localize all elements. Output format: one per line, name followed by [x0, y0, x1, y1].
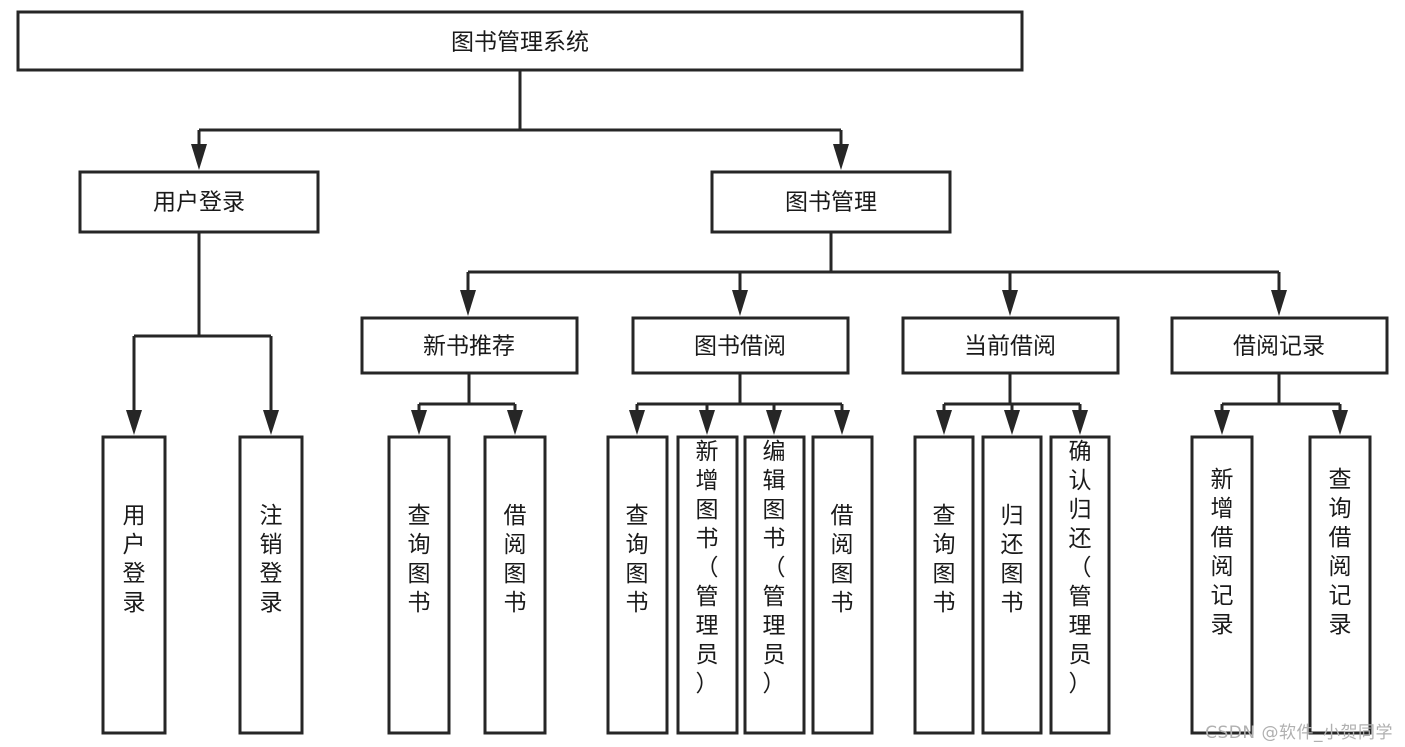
- leaf-query-borrow-record[interactable]: 查询借阅记录: [1308, 435, 1372, 735]
- leaf-query-book-borrow[interactable]: 查询图书: [606, 435, 669, 735]
- leaf-label-add-borrow-record: 新增借阅记录: [1211, 467, 1234, 638]
- leaf-label-logout: 注销登录: [260, 503, 283, 616]
- connector-bookmgmt-to-level3: [460, 232, 1287, 316]
- leaf-add-book-admin[interactable]: 新增图书（管理员）: [676, 435, 739, 735]
- node-label-root: 图书管理系统: [451, 30, 589, 56]
- node-new-book-recommend[interactable]: 新书推荐: [360, 316, 579, 375]
- leaf-label-query-borrow-record: 查询借阅记录: [1329, 467, 1352, 638]
- leaf-edit-book-admin[interactable]: 编辑图书（管理员）: [743, 435, 806, 735]
- connector-currentborrow-to-leaves: [936, 373, 1088, 435]
- leaf-label-borrow-book-newbook: 借阅图书: [504, 503, 527, 616]
- node-label-user-login: 用户登录: [153, 190, 245, 216]
- connector-borrow-to-leaves: [629, 373, 850, 435]
- leaf-borrow-book[interactable]: 借阅图书: [811, 435, 874, 735]
- leaf-label-query-book-newbook: 查询图书: [408, 503, 431, 616]
- leaf-label-return-book: 归还图书: [1001, 503, 1024, 616]
- node-label-book-borrow: 图书借阅: [694, 334, 786, 360]
- connector-borrowrecord-to-leaves: [1214, 373, 1348, 435]
- node-user-login[interactable]: 用户登录: [78, 170, 320, 234]
- node-root-book-management-system[interactable]: 图书管理系统: [16, 10, 1024, 72]
- connector-userlogin-to-leaves: [126, 232, 279, 435]
- leaf-query-book-newbook[interactable]: 查询图书: [387, 435, 451, 735]
- leaf-user-login[interactable]: 用户登录: [101, 435, 167, 735]
- leaf-label-query-book-current: 查询图书: [933, 503, 956, 616]
- node-book-management[interactable]: 图书管理: [710, 170, 952, 234]
- leaf-query-book-current[interactable]: 查询图书: [913, 435, 975, 735]
- watermark-credit: CSDN @软件_小贺同学: [1205, 723, 1393, 743]
- connector-root-to-level2: [191, 70, 849, 170]
- connector-newbook-to-leaves: [411, 373, 523, 435]
- node-borrow-record[interactable]: 借阅记录: [1170, 316, 1389, 375]
- leaf-label-user-login: 用户登录: [123, 503, 146, 616]
- leaf-return-book[interactable]: 归还图书: [981, 435, 1043, 735]
- node-label-borrow-record: 借阅记录: [1233, 334, 1325, 360]
- leaf-label-add-book-admin: 新增图书（管理员）: [696, 439, 719, 697]
- node-book-borrow[interactable]: 图书借阅: [631, 316, 850, 375]
- leaf-add-borrow-record[interactable]: 新增借阅记录: [1190, 435, 1254, 735]
- leaf-borrow-book-newbook[interactable]: 借阅图书: [483, 435, 547, 735]
- leaf-logout[interactable]: 注销登录: [238, 435, 304, 735]
- node-current-borrow[interactable]: 当前借阅: [901, 316, 1120, 375]
- leaf-label-edit-book-admin: 编辑图书（管理员）: [763, 439, 786, 697]
- node-label-current-borrow: 当前借阅: [964, 334, 1056, 360]
- leaf-label-borrow-book: 借阅图书: [831, 503, 854, 616]
- leaf-confirm-return-admin[interactable]: 确认归还（管理员）: [1049, 435, 1111, 735]
- leaf-label-query-book-borrow: 查询图书: [626, 503, 649, 616]
- leaf-label-confirm-return-admin: 确认归还（管理员）: [1069, 439, 1092, 697]
- node-label-book-management: 图书管理: [785, 190, 877, 216]
- node-label-new-book-recommend: 新书推荐: [423, 334, 515, 360]
